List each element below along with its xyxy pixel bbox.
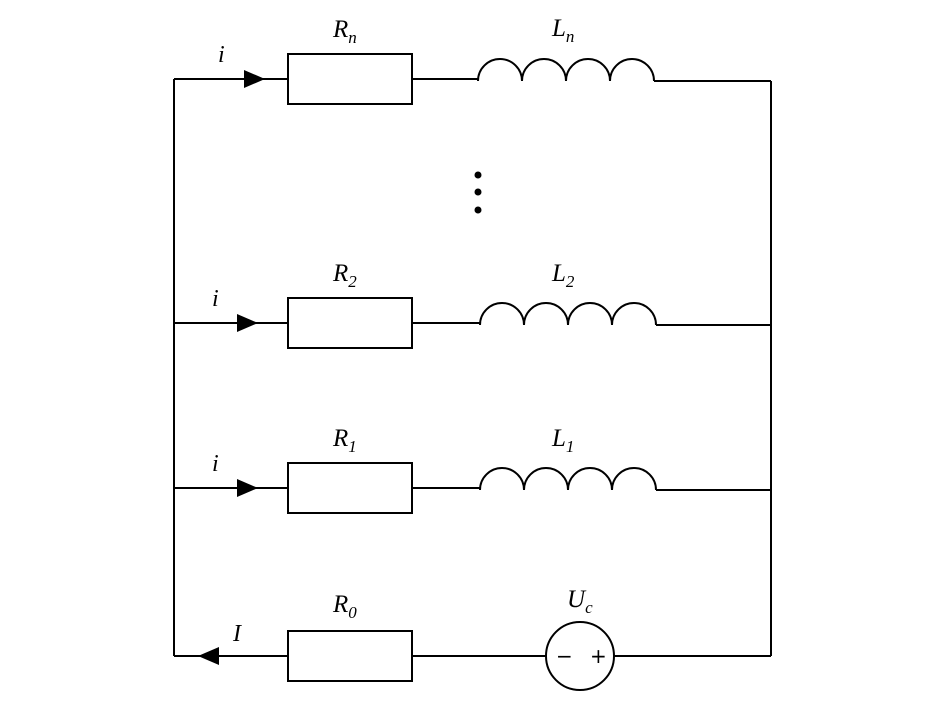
branch-1-current-arrow bbox=[237, 479, 258, 497]
branch-1: i R1 L1 bbox=[174, 425, 771, 514]
resistor-r1 bbox=[287, 462, 413, 514]
inductor-ln bbox=[477, 58, 655, 82]
branch-2-current-arrow bbox=[237, 314, 258, 332]
resistor-r2 bbox=[287, 297, 413, 349]
branch-2: i R2 L2 bbox=[174, 260, 771, 349]
inductor-l2-label: L2 bbox=[551, 260, 575, 291]
vertical-ellipsis-icon bbox=[474, 171, 482, 214]
voltage-source-plus-sign: + bbox=[590, 644, 607, 668]
inductor-l1-label: L1 bbox=[551, 425, 574, 456]
voltage-source-uc-label: Uc bbox=[567, 586, 593, 617]
resistor-rn-label: Rn bbox=[332, 16, 357, 47]
branch-n-current-label: i bbox=[218, 42, 225, 68]
inductor-l1 bbox=[479, 467, 657, 491]
branch-1-current-label: i bbox=[212, 451, 219, 477]
branch-n: i Rn Ln bbox=[174, 15, 771, 105]
branch-n-current-arrow bbox=[244, 70, 265, 88]
source-branch-current-label: I bbox=[232, 621, 242, 647]
resistor-r1-label: R1 bbox=[332, 425, 357, 456]
resistor-r0 bbox=[287, 630, 413, 682]
inductor-ln-label: Ln bbox=[551, 15, 574, 46]
resistor-r0-label: R0 bbox=[332, 591, 357, 622]
source-branch: I R0 − + Uc bbox=[174, 586, 771, 691]
source-branch-current-arrow bbox=[198, 647, 219, 665]
inductor-l2 bbox=[479, 302, 657, 326]
voltage-source-minus-sign: − bbox=[556, 644, 573, 668]
resistor-r2-label: R2 bbox=[332, 260, 357, 291]
branch-2-current-label: i bbox=[212, 286, 219, 312]
resistor-rn bbox=[287, 53, 413, 105]
